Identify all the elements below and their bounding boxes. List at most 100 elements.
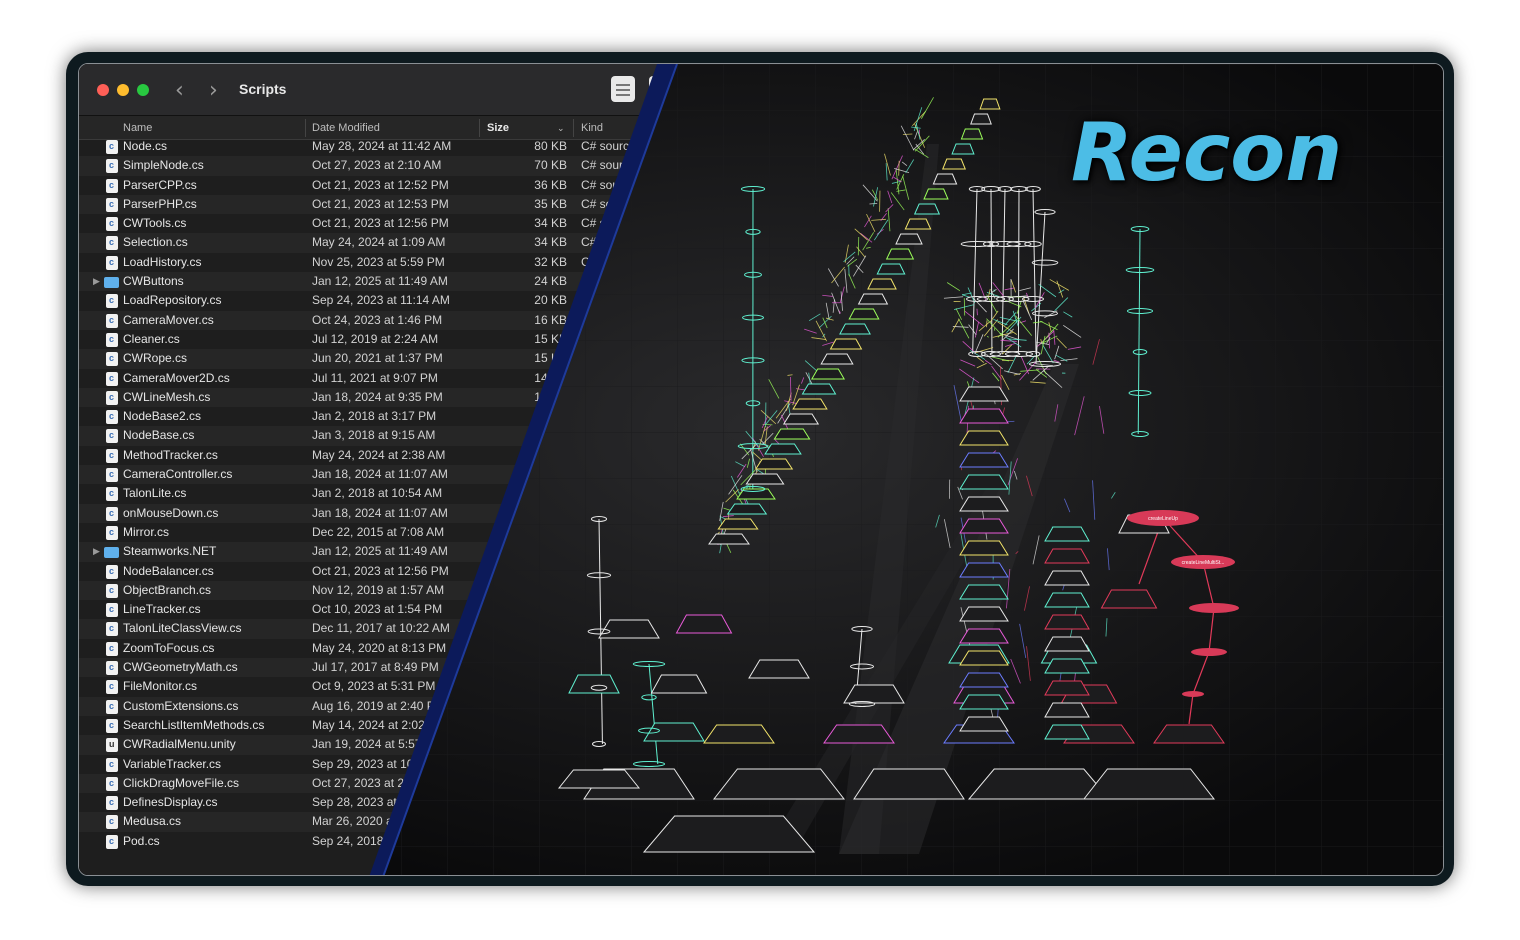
csharp-file-icon xyxy=(106,774,118,793)
file-date: Jul 11, 2021 at 9:07 PM xyxy=(312,370,438,385)
note-icon[interactable] xyxy=(611,76,635,102)
csharp-file-icon xyxy=(106,697,118,716)
method-node-highlight[interactable] xyxy=(1127,510,1199,526)
graph-edge xyxy=(871,218,886,221)
graph-edge xyxy=(1001,374,1010,390)
graph-edge xyxy=(983,319,999,337)
file-node xyxy=(650,674,708,694)
method-node[interactable] xyxy=(1191,648,1227,656)
file-node xyxy=(703,724,775,744)
column-separator[interactable] xyxy=(479,119,480,137)
column-size[interactable]: Size xyxy=(487,122,510,134)
file-node xyxy=(843,684,905,704)
file-date: May 24, 2024 at 2:38 AM xyxy=(312,447,446,462)
graph-edge xyxy=(1026,646,1031,681)
method-node-highlight[interactable] xyxy=(1171,555,1235,569)
file-node xyxy=(970,113,992,125)
disclosure-chevron-icon[interactable]: ▶ xyxy=(93,546,100,557)
graph-edge xyxy=(984,359,992,366)
graph-edge xyxy=(1015,551,1019,555)
csharp-file-icon xyxy=(106,562,118,581)
graph-edge xyxy=(1054,345,1060,360)
graph-edge xyxy=(787,374,793,376)
column-separator[interactable] xyxy=(305,119,306,137)
graph-edge xyxy=(822,341,834,346)
method-node[interactable] xyxy=(1189,603,1239,613)
file-date: May 24, 2024 at 1:09 AM xyxy=(312,235,446,250)
method-node xyxy=(1032,310,1058,317)
graph-edge xyxy=(1007,354,1018,374)
file-node xyxy=(960,128,984,140)
file-name: Medusa.cs xyxy=(123,814,182,829)
file-date: Jan 12, 2025 at 11:49 AM xyxy=(312,274,448,289)
csharp-file-icon xyxy=(106,677,118,696)
column-name[interactable]: Name xyxy=(123,122,153,134)
unity-file-icon xyxy=(106,735,118,754)
graph-edge xyxy=(991,356,1009,362)
disclosure-chevron-icon[interactable]: ▶ xyxy=(93,276,100,287)
csharp-file-icon xyxy=(106,600,118,619)
graph-edge xyxy=(854,228,868,241)
file-name: CWButtons xyxy=(123,274,184,289)
csharp-file-icon xyxy=(106,832,118,851)
file-date: May 14, 2024 at 2:02 xyxy=(312,717,425,732)
method-node xyxy=(997,186,1013,192)
file-node xyxy=(773,428,811,440)
back-icon[interactable]: ‹ xyxy=(175,78,184,103)
graph-edge xyxy=(986,335,989,338)
close-button[interactable] xyxy=(97,84,109,96)
file-date: Oct 9, 2023 at 5:31 PM xyxy=(312,679,436,694)
graph-edge xyxy=(1042,344,1054,364)
graph-edge xyxy=(891,180,901,184)
graph-edge xyxy=(905,159,915,174)
file-name: NodeBase.cs xyxy=(123,428,195,443)
column-kind[interactable]: Kind xyxy=(581,122,604,134)
file-node xyxy=(959,496,1009,512)
graph-edge xyxy=(1038,284,1057,298)
graph-edge xyxy=(764,426,768,446)
graph-edge xyxy=(957,486,963,500)
file-node xyxy=(1044,548,1090,564)
file-date: Jan 19, 2024 at 5:57 xyxy=(312,737,422,752)
file-name: CameraMover.cs xyxy=(123,312,214,327)
graph-edge xyxy=(992,372,1000,382)
graph-edge xyxy=(765,410,778,425)
file-node xyxy=(708,533,750,545)
method-node[interactable] xyxy=(1182,691,1204,697)
graph-edge xyxy=(846,256,855,265)
file-kind: C# source xyxy=(581,158,636,173)
graph-edge xyxy=(801,377,805,384)
file-node xyxy=(820,353,854,365)
file-node xyxy=(792,398,828,410)
method-node xyxy=(1025,351,1041,357)
graph-edge xyxy=(827,268,839,287)
graph-edge xyxy=(866,246,871,249)
graph-edge xyxy=(735,461,746,468)
graph-edge xyxy=(952,326,969,328)
sort-chevron-icon[interactable]: ⌄ xyxy=(557,123,565,133)
forward-icon[interactable]: › xyxy=(209,78,218,103)
method-node xyxy=(966,296,988,302)
file-date: Oct 27, 2023 at 2 xyxy=(312,775,405,790)
csharp-file-icon xyxy=(106,291,118,310)
file-name: Pod.cs xyxy=(123,833,160,848)
column-date[interactable]: Date Modified xyxy=(312,122,380,134)
minimize-button[interactable] xyxy=(117,84,129,96)
file-node xyxy=(712,768,846,800)
brand-title: Recon xyxy=(1071,106,1343,199)
column-separator[interactable] xyxy=(573,119,574,137)
graph-edge xyxy=(864,215,872,228)
graph-edge xyxy=(1054,404,1059,422)
zoom-button[interactable] xyxy=(137,84,149,96)
graph-edge xyxy=(815,320,828,342)
file-node xyxy=(923,188,949,200)
